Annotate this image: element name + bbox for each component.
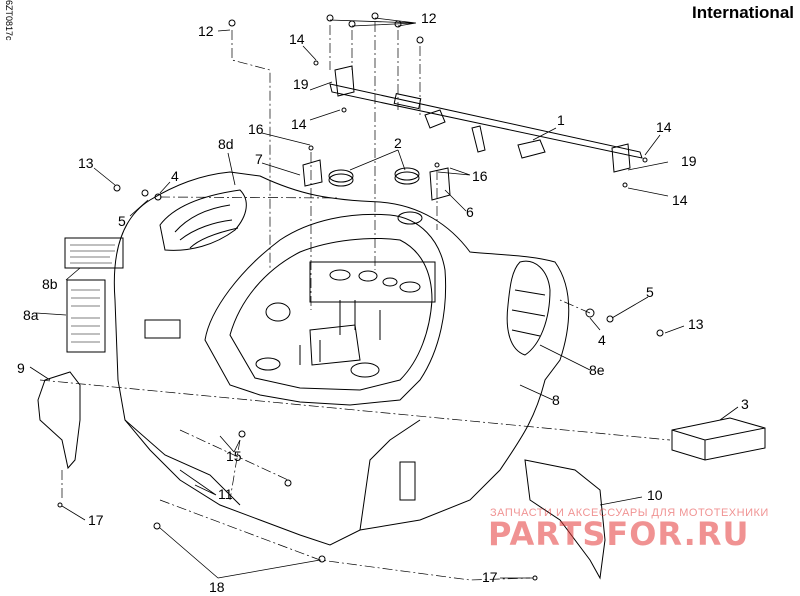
reflector-slot [399, 461, 416, 501]
label-8a [66, 279, 106, 353]
region-title: International [691, 3, 794, 22]
callout-8b: 8b [42, 276, 58, 292]
end-cap-left [334, 65, 355, 97]
right-deflector-10 [524, 459, 606, 580]
rack-bar [329, 83, 643, 159]
callout-8a: 8a [23, 307, 39, 323]
callout-5: 5 [646, 284, 654, 300]
tray-hole [255, 357, 281, 371]
callout-9: 9 [17, 360, 25, 376]
callout-8e: 8e [589, 362, 605, 378]
rack-bracket [517, 139, 546, 159]
callout-7: 7 [255, 151, 263, 167]
watermark-tagline: ЗАПЧАСТИ И АКСЕССУАРЫ ДЛЯ МОТОТЕХНИКИ [490, 507, 769, 519]
tray-hole [358, 270, 378, 282]
callout-6: 6 [466, 204, 474, 220]
callout-4: 4 [598, 332, 606, 348]
label-8a-lines [71, 289, 100, 343]
callout-1: 1 [557, 112, 565, 128]
grommet [328, 169, 354, 183]
callout-15: 15 [226, 448, 242, 464]
grommet [394, 171, 420, 185]
label-recess [144, 319, 181, 339]
callout-16: 16 [472, 168, 488, 184]
fender-lines [124, 419, 421, 531]
grommet [328, 173, 354, 187]
tray-block [309, 261, 436, 303]
seat-well-inner [229, 238, 433, 391]
grommet [394, 167, 420, 181]
callout-14: 14 [289, 31, 305, 47]
callout-3: 3 [741, 396, 749, 412]
callout-19: 19 [681, 153, 697, 169]
label-8b-lines [70, 244, 115, 264]
rack-bracket [424, 109, 446, 129]
callout-13: 13 [688, 316, 704, 332]
seat-well [204, 213, 447, 406]
label-8b [64, 237, 124, 269]
callout-11: 11 [218, 486, 233, 502]
rack-post [471, 125, 486, 153]
callout-18: 18 [209, 579, 225, 595]
callout-12: 12 [421, 10, 437, 26]
grommet [397, 211, 423, 225]
leader-lines [29, 17, 739, 579]
right-grille-vanes [511, 289, 546, 337]
callout-19: 19 [293, 76, 309, 92]
callout-12: 12 [198, 23, 214, 39]
right-grille [506, 260, 551, 356]
callout-16: 16 [248, 121, 264, 137]
tray-hole [382, 277, 398, 287]
end-cap-right [611, 143, 631, 173]
callout-14: 14 [672, 192, 688, 208]
watermark-brand: PARTSFOR.RU [488, 515, 749, 553]
tray-slot [309, 324, 361, 366]
tray-hole [329, 269, 351, 281]
box-panel-3 [671, 417, 766, 461]
tray-cup [265, 302, 291, 322]
fasteners [57, 12, 664, 581]
callout-2: 2 [394, 135, 402, 151]
body-panel-outline [113, 171, 570, 546]
left-grille-vanes [174, 204, 239, 249]
tray-hole [399, 281, 421, 293]
callout-13: 13 [78, 155, 94, 171]
box-panel-3-edges [671, 427, 766, 460]
tray-hole [350, 362, 380, 378]
clip-7 [302, 159, 323, 187]
callout-4: 4 [171, 168, 179, 184]
assembly-lines [39, 22, 671, 581]
left-deflector-9 [37, 371, 81, 470]
left-grille [159, 189, 247, 251]
callout-5: 5 [118, 213, 126, 229]
callout-14: 14 [291, 116, 307, 132]
callout-8d: 8d [218, 136, 234, 152]
callout-8: 8 [552, 392, 560, 408]
callout-10: 10 [647, 487, 663, 503]
callout-17: 17 [88, 512, 104, 528]
tray-ribs [299, 300, 381, 365]
callout-14: 14 [656, 119, 672, 135]
callout-17: 17 [482, 569, 498, 585]
